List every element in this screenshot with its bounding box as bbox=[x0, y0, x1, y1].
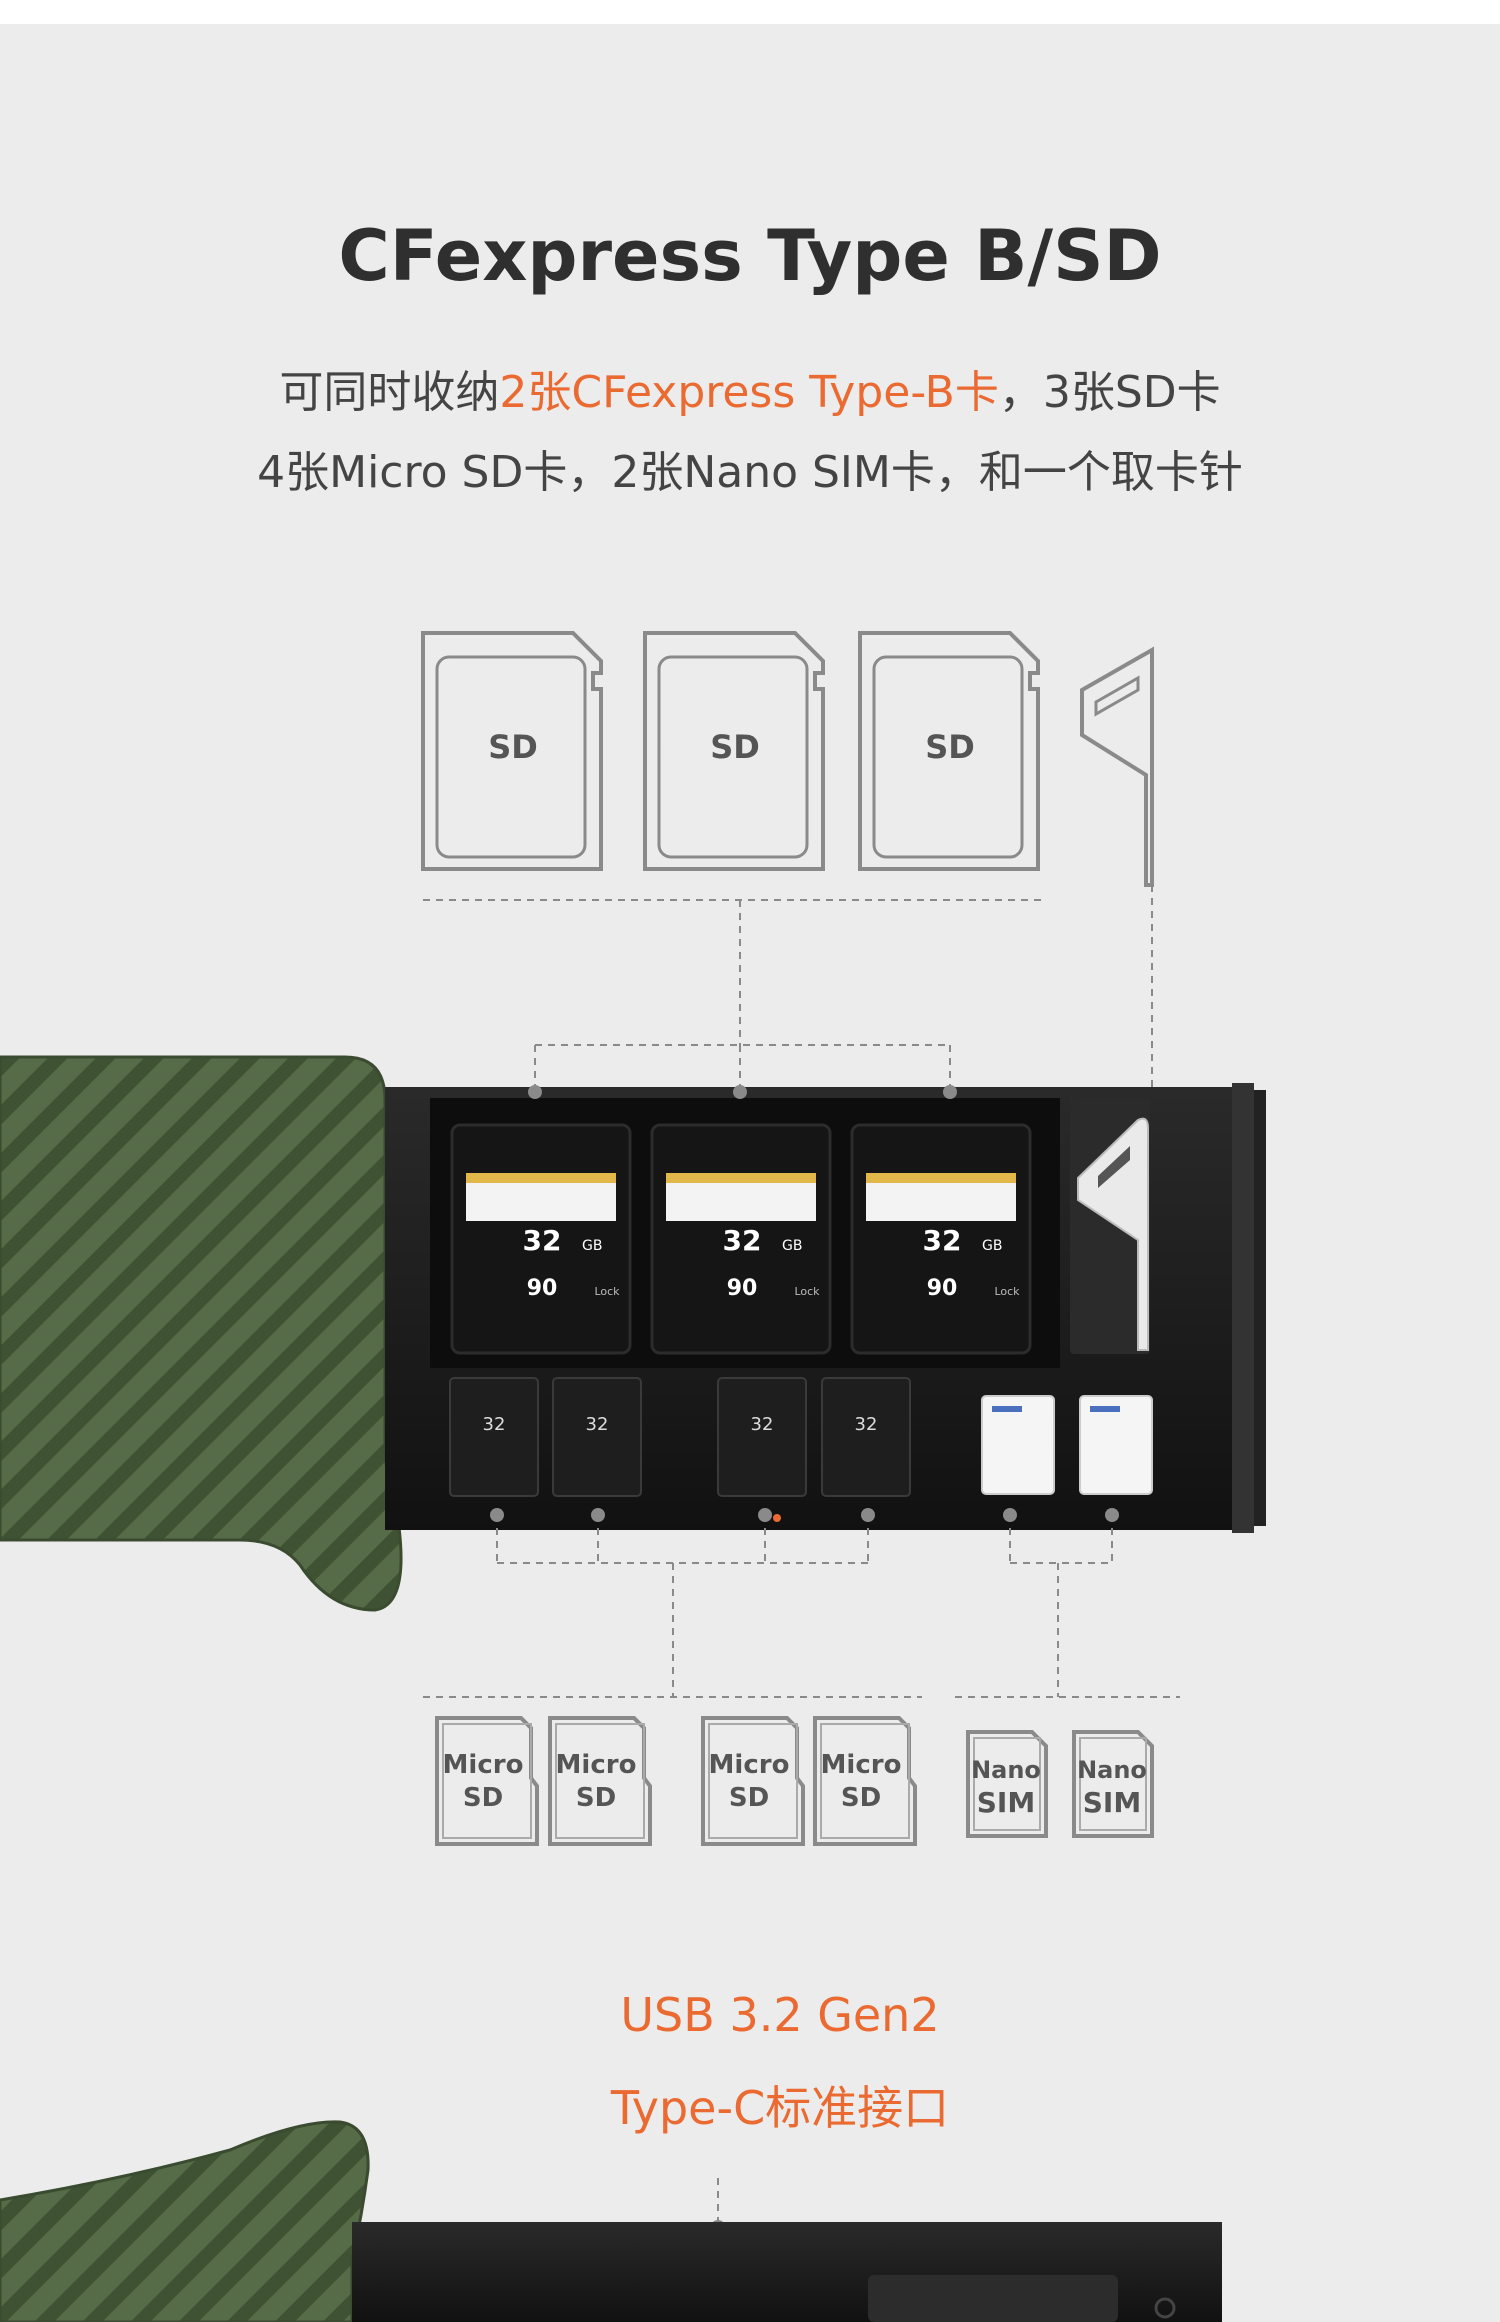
sim-pin bbox=[1077, 1117, 1149, 1351]
card-capacity-unit: GB bbox=[582, 1238, 602, 1254]
card-capacity: 32 bbox=[923, 1224, 962, 1257]
sd-label: SD bbox=[710, 728, 760, 766]
card-lock: Lock bbox=[794, 1285, 820, 1298]
svg-text:SD: SD bbox=[729, 1783, 769, 1813]
sim-pin-icon bbox=[1080, 646, 1154, 887]
nano-sim-card bbox=[981, 1395, 1055, 1495]
card-capacity: 32 bbox=[523, 1224, 562, 1257]
card-capacity-unit: GB bbox=[982, 1238, 1002, 1254]
description-highlight: 2张CFexpress Type-B卡 bbox=[499, 367, 999, 418]
svg-text:SIM: SIM bbox=[977, 1786, 1035, 1819]
micro-sd-icon: Micro SD bbox=[813, 1716, 917, 1846]
nano-sim-icon: Nano SIM bbox=[1072, 1730, 1154, 1838]
card-lock: Lock bbox=[994, 1285, 1020, 1298]
case-grip-bottom bbox=[0, 2120, 370, 2322]
connector-lines-bottom bbox=[423, 1515, 1180, 2228]
svg-text:Micro: Micro bbox=[556, 1750, 637, 1780]
svg-text:Nano: Nano bbox=[1077, 1756, 1147, 1784]
svg-text:SD: SD bbox=[576, 1783, 616, 1813]
micro-sd-icon: Micro SD bbox=[435, 1716, 539, 1846]
micro-capacity: 32 bbox=[483, 1414, 506, 1435]
svg-text:SD: SD bbox=[841, 1783, 881, 1813]
svg-text:Micro: Micro bbox=[821, 1750, 902, 1780]
card-speed: 90 bbox=[727, 1276, 758, 1301]
card-lock: Lock bbox=[594, 1285, 620, 1298]
sd-card-icon: SD bbox=[858, 631, 1040, 871]
description-line-1: 可同时收纳2张CFexpress Type-B卡，3张SD卡 bbox=[0, 356, 1500, 420]
sd-label: SD bbox=[488, 728, 538, 766]
svg-text:SD: SD bbox=[463, 1783, 503, 1813]
sd-card: 32 GB 90 Lock bbox=[450, 1123, 632, 1355]
sd-card-icon: SD bbox=[421, 631, 603, 871]
svg-text:SIM: SIM bbox=[1083, 1786, 1141, 1819]
micro-sd-card: 32 bbox=[821, 1377, 911, 1497]
micro-sd-card: 32 bbox=[449, 1377, 539, 1497]
micro-capacity: 32 bbox=[586, 1414, 609, 1435]
top-white-bar bbox=[0, 0, 1500, 24]
connector-lines-top bbox=[423, 885, 1153, 1100]
card-capacity-unit: GB bbox=[782, 1238, 802, 1254]
description-text: ，3张SD卡 bbox=[998, 367, 1221, 418]
micro-capacity: 32 bbox=[855, 1414, 878, 1435]
description-text: 可同时收纳 bbox=[279, 367, 500, 418]
sd-card: 32 GB 90 Lock bbox=[650, 1123, 832, 1355]
sd-card-icon: SD bbox=[643, 631, 825, 871]
card-capacity: 32 bbox=[723, 1224, 762, 1257]
page-title: CFexpress Type B/SD bbox=[338, 215, 1162, 297]
description-line-2: 4张Micro SD卡，2张Nano SIM卡，和一个取卡针 bbox=[257, 447, 1243, 498]
sd-label: SD bbox=[925, 728, 975, 766]
nano-sim-icon: Nano SIM bbox=[966, 1730, 1048, 1838]
micro-sd-icon: Micro SD bbox=[701, 1716, 805, 1846]
svg-text:Nano: Nano bbox=[971, 1756, 1041, 1784]
micro-capacity: 32 bbox=[751, 1414, 774, 1435]
card-speed: 90 bbox=[927, 1276, 958, 1301]
usb-spec-line-1: USB 3.2 Gen2 bbox=[620, 1988, 940, 2042]
usb-spec-line-2: Type-C标准接口 bbox=[610, 2081, 950, 2135]
svg-text:Micro: Micro bbox=[443, 1750, 524, 1780]
svg-text:Micro: Micro bbox=[709, 1750, 790, 1780]
case-grip bbox=[0, 1055, 403, 1612]
sd-card: 32 GB 90 Lock bbox=[850, 1123, 1032, 1355]
nano-sim-card bbox=[1079, 1395, 1153, 1495]
micro-sd-icon: Micro SD bbox=[548, 1716, 652, 1846]
micro-sd-card: 32 bbox=[552, 1377, 642, 1497]
card-speed: 90 bbox=[527, 1276, 558, 1301]
micro-sd-card: 32 bbox=[717, 1377, 807, 1497]
